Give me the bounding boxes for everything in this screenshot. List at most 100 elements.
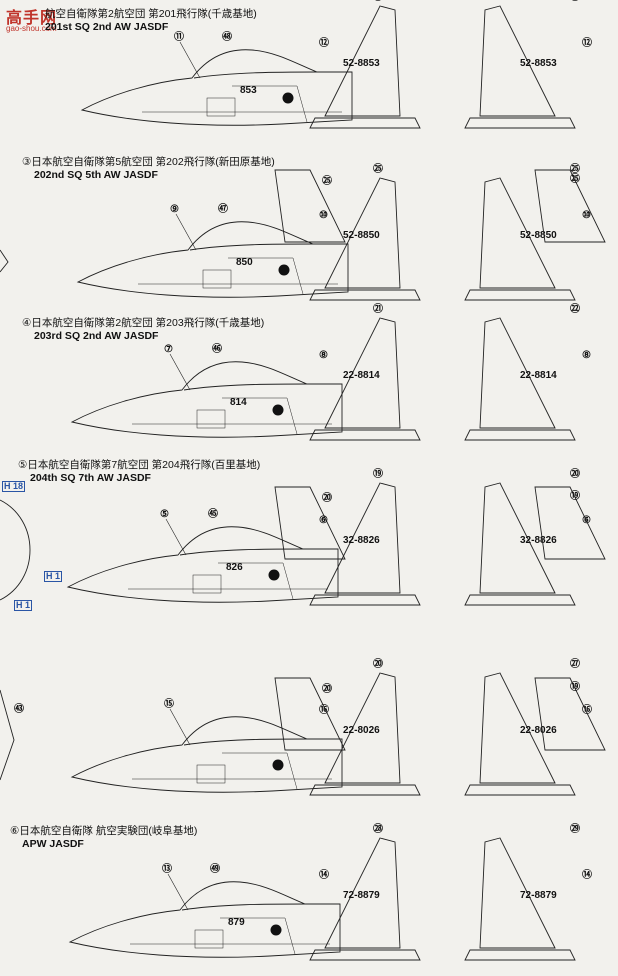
aircraft-nose-3 xyxy=(66,526,339,603)
aircraft-nose-1 xyxy=(76,221,349,298)
stabilizer-1-L xyxy=(309,289,421,301)
hinomaru-0 xyxy=(282,92,294,104)
tail-fin-0-L xyxy=(324,5,401,117)
callout-fin-detail-a-1: ㉕ xyxy=(322,174,332,187)
callout-fin-detail-a-4: ⑳ xyxy=(322,682,332,695)
callout-fin-right-top-1: ㉕ xyxy=(570,162,580,175)
stabilizer-5-L xyxy=(309,949,421,961)
callout-fin-right-top-5: ㉙ xyxy=(570,822,580,835)
callout-fin-right-side-4: ⑯ xyxy=(582,703,592,716)
panel-detail-3 xyxy=(192,574,222,594)
canopy-frame-1 xyxy=(189,243,314,251)
tail-number-left-3: 32-8826 xyxy=(343,535,380,546)
tail-number-left-2: 22-8814 xyxy=(343,370,380,381)
tail-number-right-5: 72-8879 xyxy=(520,890,557,901)
side-part-arc xyxy=(0,499,31,601)
section-6-header: ⑥日本航空自衛隊 航空実験団(岐阜基地) APW JASDF xyxy=(10,825,198,850)
tail-number-right-0: 52-8853 xyxy=(520,58,557,69)
stabilizer-2-R xyxy=(464,429,576,441)
panel-detail-4 xyxy=(196,764,226,784)
stabilizer-5-R xyxy=(464,949,576,961)
leader-nose-2 xyxy=(169,353,191,391)
tail-fin-4-R xyxy=(479,672,556,784)
leader-nose-0 xyxy=(179,41,201,79)
fin-detail-1a xyxy=(274,169,346,243)
leader-nose-4 xyxy=(169,708,191,746)
canopy-frame-4 xyxy=(183,738,308,746)
aircraft-nose-0 xyxy=(80,49,353,126)
serial-2: 814 xyxy=(230,397,247,408)
callout-fin-left-side-3: ⑥ xyxy=(319,515,328,526)
fin-detail-4a xyxy=(274,677,346,751)
part-tag-h18: H 18 xyxy=(2,481,26,492)
aircraft-nose-5 xyxy=(68,881,341,958)
callout-fin-detail-b-3: ⑲ xyxy=(570,489,580,502)
callout-fin-left-top-2: ㉑ xyxy=(373,302,383,315)
tail-fin-5-L xyxy=(324,837,401,949)
tail-fin-1-R xyxy=(479,177,556,289)
callout-nose-3: ⑤ xyxy=(160,509,169,520)
part-tag-h1a: H 1 xyxy=(44,571,63,582)
panel-detail-2 xyxy=(196,409,226,429)
callout-fin-left-side-4: ⑯ xyxy=(319,703,329,716)
callout-fin-detail-b-4: ⑲ xyxy=(570,680,580,693)
callout-fin-detail-b-1: ㉕ xyxy=(570,172,580,185)
callout-fin-right-side-5: ⑭ xyxy=(582,868,592,881)
callout-fin-right-top-4: ㉗ xyxy=(570,657,580,670)
tail-fin-2-L xyxy=(324,317,401,429)
stabilizer-1-R xyxy=(464,289,576,301)
canopy-frame-2 xyxy=(183,383,308,391)
canopy-frame-0 xyxy=(193,71,318,79)
stabilizer-4-L xyxy=(309,784,421,796)
tail-fin-5-R xyxy=(479,837,556,949)
intake-line-0 xyxy=(232,85,308,123)
callout-intake-1: ㊼ xyxy=(218,202,228,215)
fin-detail-3b xyxy=(534,486,606,560)
stabilizer-0-L xyxy=(309,117,421,129)
section-3-header: ③日本航空自衛隊第5航空団 第202飛行隊(新田原基地) 202nd SQ 5t… xyxy=(22,156,275,181)
tail-number-left-0: 52-8853 xyxy=(343,58,380,69)
tail-number-right-2: 22-8814 xyxy=(520,370,557,381)
serial-3: 826 xyxy=(226,562,243,573)
callout-fin-right-top-0: ㉔ xyxy=(570,0,580,3)
tail-fin-3-R xyxy=(479,482,556,594)
fin-detail-1b xyxy=(534,169,606,243)
callout-fin-left-side-2: ⑧ xyxy=(319,350,328,361)
stabilizer-0-R xyxy=(464,117,576,129)
hinomaru-2 xyxy=(272,404,284,416)
aircraft-nose-2 xyxy=(70,361,343,438)
tail-number-right-3: 32-8826 xyxy=(520,535,557,546)
callout-intake-2: ㊻ xyxy=(212,342,222,355)
stabilizer-2-L xyxy=(309,429,421,441)
serial-0: 853 xyxy=(240,85,257,96)
side-part-notch xyxy=(0,249,9,273)
callout-fin-left-top-3: ⑲ xyxy=(373,467,383,480)
intake-line-4 xyxy=(222,752,298,790)
intake-line-5 xyxy=(220,917,296,955)
stabilizer-4-R xyxy=(464,784,576,796)
callout-fin-left-side-1: ⑩ xyxy=(319,210,328,221)
hinomaru-3 xyxy=(268,569,280,581)
callout-intake-3: ㊺ xyxy=(208,507,218,520)
callout-fin-left-top-1: ㉕ xyxy=(373,162,383,175)
tail-fin-3-L xyxy=(324,482,401,594)
hinomaru-5 xyxy=(270,924,282,936)
callout-fin-right-side-2: ⑧ xyxy=(582,350,591,361)
serial-5: 879 xyxy=(228,917,245,928)
stabilizer-3-L xyxy=(309,594,421,606)
tail-fin-0-R xyxy=(479,5,556,117)
aircraft-nose-4 xyxy=(70,716,343,793)
intake-line-2 xyxy=(222,397,298,435)
callout-fin-right-side-0: ⑫ xyxy=(582,36,592,49)
panel-detail-5 xyxy=(194,929,224,949)
serial-1: 850 xyxy=(236,257,253,268)
callout-fin-detail-a-3: ⑳ xyxy=(322,491,332,504)
callout-fin-right-side-1: ⑩ xyxy=(582,210,591,221)
watermark-logo: 高手网 xyxy=(6,10,58,27)
callout-fin-left-top-4: ⑳ xyxy=(373,657,383,670)
callout-intake-0: ㊽ xyxy=(222,30,232,43)
stabilizer-3-R xyxy=(464,594,576,606)
callout-fin-right-top-2: ㉒ xyxy=(570,302,580,315)
tail-fin-1-L xyxy=(324,177,401,289)
